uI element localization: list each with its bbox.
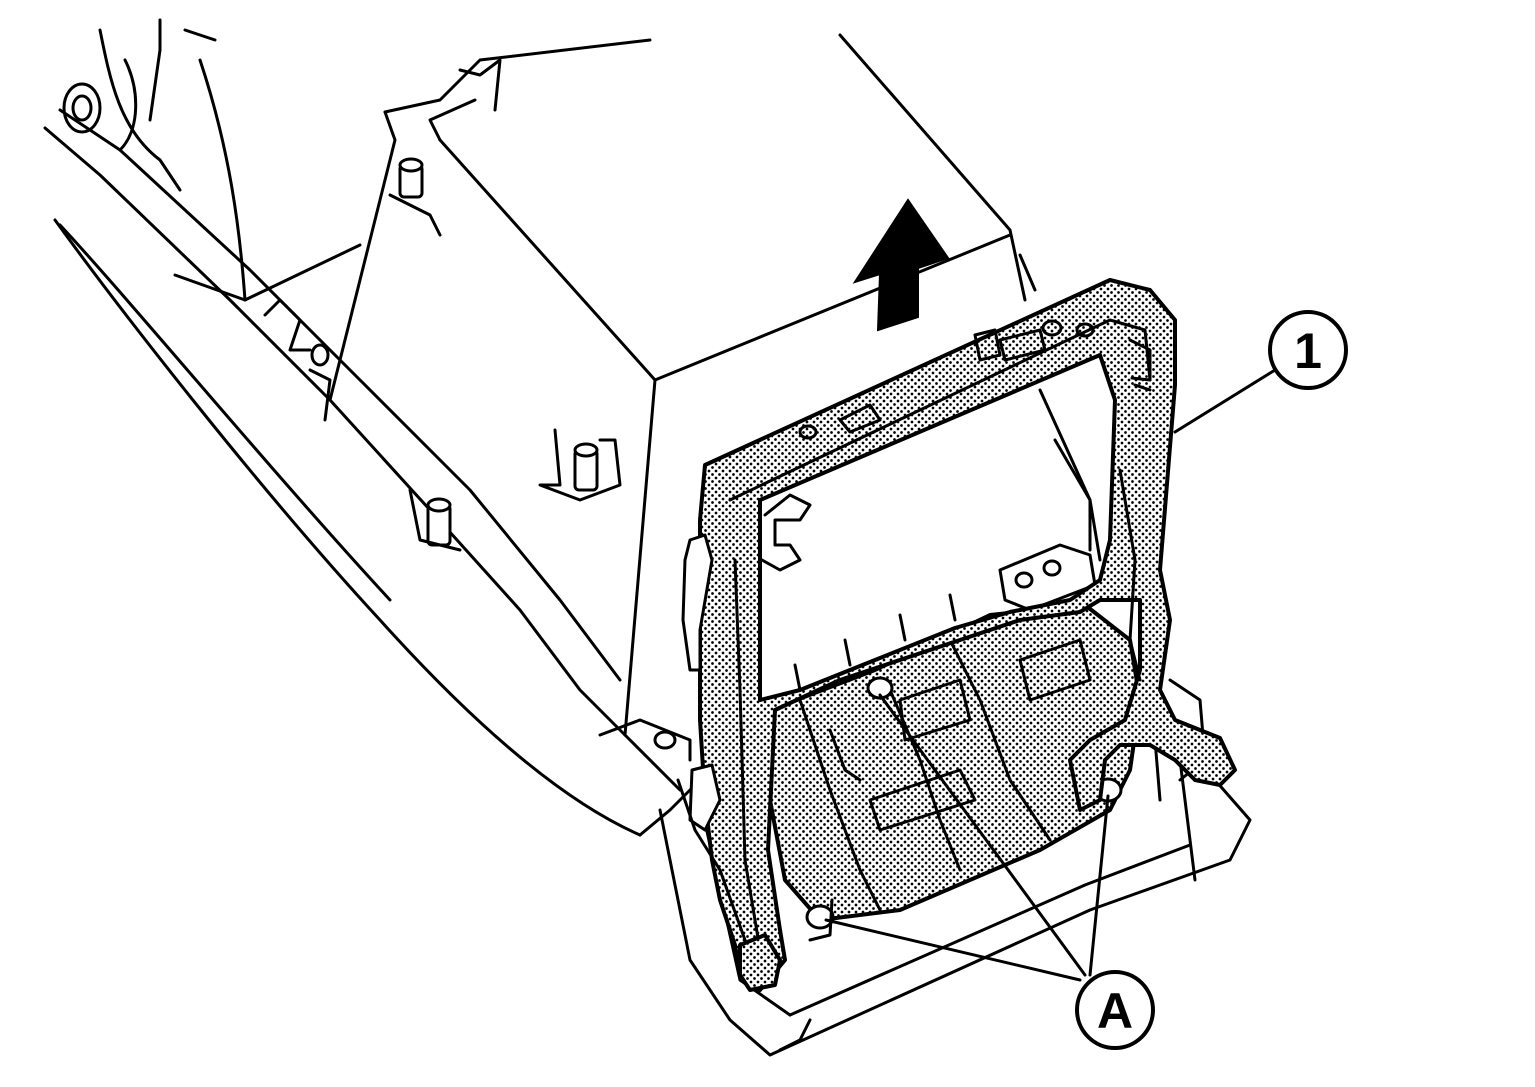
stippled-tray — [768, 593, 1142, 942]
up-arrow-icon — [852, 198, 950, 332]
finisher-frame — [676, 278, 1237, 992]
callout-1: 1 — [1173, 310, 1348, 434]
console-body — [43, 18, 702, 837]
callout-A-label: A — [1097, 983, 1133, 1039]
callout-1-label: 1 — [1294, 323, 1322, 379]
console-box — [263, 33, 1037, 762]
callout-A: A — [824, 693, 1155, 1050]
